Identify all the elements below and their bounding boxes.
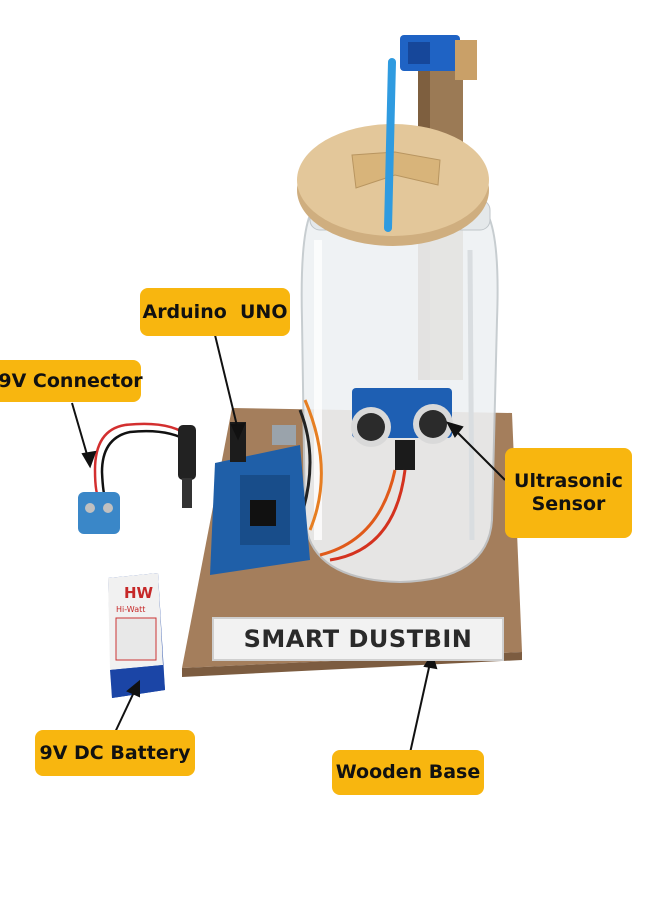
- nine-volt-battery-label: 9V DC Battery: [35, 730, 195, 776]
- servo-motor: [400, 35, 477, 80]
- smart-dustbin-sign: SMART DUSTBIN: [212, 617, 504, 661]
- ultrasonic-sensor-label: Ultrasonic Sensor: [505, 448, 632, 538]
- straw-lever: [384, 58, 396, 232]
- jumper-wires: [298, 399, 407, 562]
- wooden-base-label: Wooden Base: [332, 750, 484, 795]
- arduino-uno-label: Arduino UNO: [140, 288, 290, 336]
- nine-volt-battery: HW Hi-Watt: [108, 573, 165, 698]
- nine-volt-connector-label: 9V Connector: [0, 360, 143, 402]
- battery-subbrand-label: Hi-Watt: [116, 605, 145, 614]
- battery-connector: [78, 422, 196, 534]
- arduino-board: [210, 422, 310, 575]
- ultrasonic-sensor: [351, 388, 453, 470]
- pointer-arrows: [71, 334, 506, 754]
- battery-brand-label: HW: [124, 584, 154, 602]
